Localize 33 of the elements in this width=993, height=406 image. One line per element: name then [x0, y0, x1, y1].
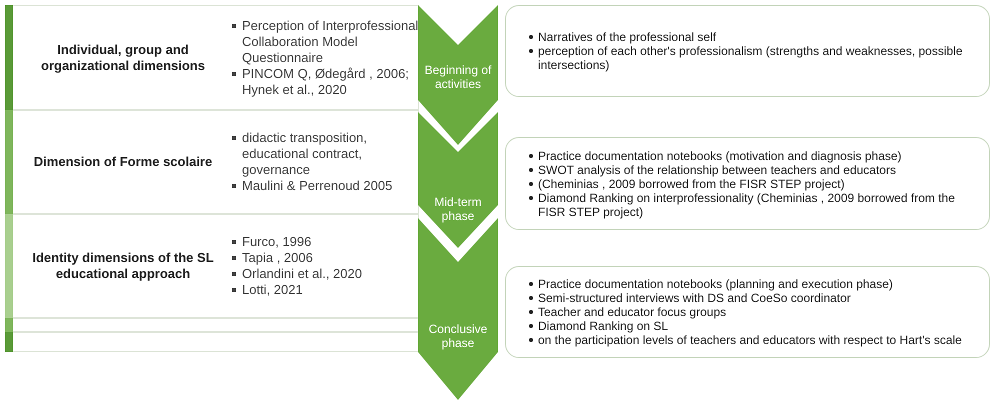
reference-item: Orlandini et al., 2020 — [242, 266, 362, 281]
empty-table-row — [5, 318, 419, 332]
dimension-label: Identity dimensions of the SL educational approach — [31, 250, 215, 282]
reference-item: Maulini & Perrenoud 2005 — [242, 178, 392, 193]
activity-panel — [505, 137, 990, 230]
reference-item: Perception of Interprofessional Collaboration Model Questionnaire — [242, 18, 418, 64]
phase-label: Mid-term phase — [433, 195, 483, 223]
activity-item: Teacher and educator focus groups — [538, 305, 726, 319]
activity-item: Diamond Ranking on SL — [538, 319, 668, 333]
activity-item: Practice documentation notebooks (planning and execution phase) — [538, 277, 893, 291]
activity-item: Semi-structured interviews with DS and CoeSo coordinator — [538, 291, 851, 305]
activity-item: SWOT analysis of the relationship between teachers and educators — [538, 162, 896, 176]
table-row — [5, 5, 419, 110]
activity-item: Narratives of the professional self — [538, 30, 716, 44]
empty-table-row — [5, 332, 419, 352]
dimension-label: Individual, group and organizational dimensions — [40, 42, 206, 74]
reference-item: Tapia , 2006 — [242, 250, 313, 265]
activity-item: Practice documentation notebooks (motivation and diagnosis phase) — [538, 148, 902, 162]
activity-item: Diamond Ranking on interprofessionality (Cheminias , 2009 borrowed from the FISR STEP project) — [538, 190, 955, 218]
activity-item: on the participation levels of teachers and educators with respect to Hart's scale — [538, 333, 962, 347]
reference-item: PINCOM Q, Ødegård , 2006; Hynek et al., 2020 — [242, 66, 409, 96]
reference-item: Furco, 1996 — [242, 234, 312, 249]
activity-panel — [505, 266, 990, 358]
activity-item: perception of each other's professionalism (strengths and weaknesses, possible intersections) — [538, 44, 963, 72]
activity-item: (Cheminias , 2009 borrowed from the FISR STEP project) — [538, 176, 845, 190]
reference-item: didactic transposition, educational contract, governance — [242, 130, 368, 177]
table-row — [5, 214, 419, 318]
reference-item: Lotti, 2021 — [242, 282, 303, 297]
phase-label: Beginning of activities — [424, 63, 492, 91]
phase-label: Conclusive phase — [428, 322, 488, 350]
dimension-label: Dimension of Forme scolaire — [34, 154, 212, 170]
activity-panel — [505, 5, 990, 97]
table-row — [5, 110, 419, 214]
